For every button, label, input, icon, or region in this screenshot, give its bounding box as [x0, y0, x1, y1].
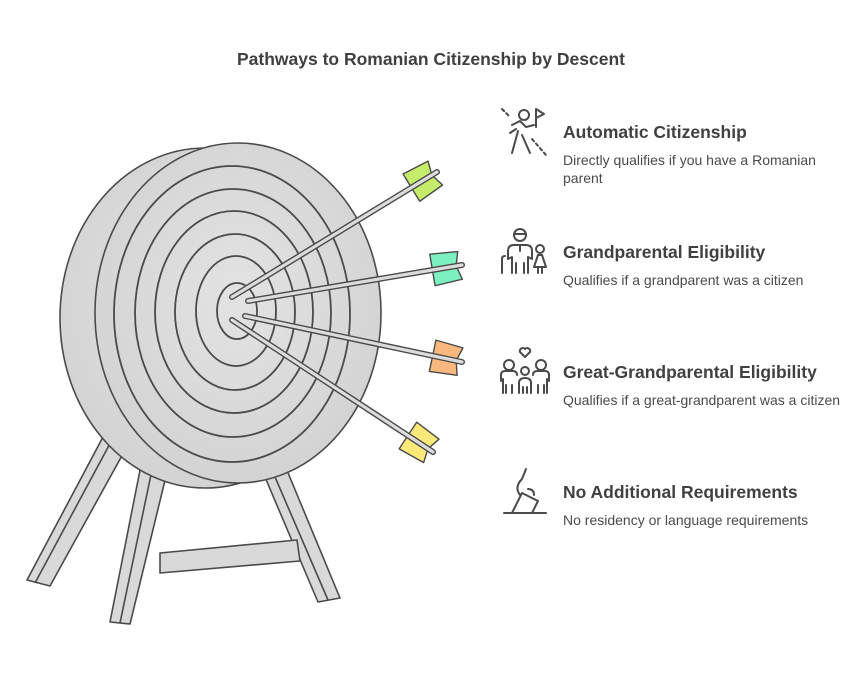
item-no-additional-requirements: No Additional Requirements No residency … [563, 481, 853, 529]
item-grandparental-eligibility: Grandparental Eligibility Qualifies if a… [563, 241, 853, 289]
target-crossbar [159, 539, 301, 574]
item-heading: Grandparental Eligibility [563, 242, 766, 262]
grandparent-child-icon [498, 225, 552, 279]
item-automatic-citizenship: Automatic Citizenship Directly qualifies… [563, 121, 853, 187]
arrow-shaft [230, 170, 439, 299]
target-face [94, 142, 382, 484]
arrow-shaft [230, 318, 435, 454]
item-heading: Automatic Citizenship [563, 122, 747, 142]
item-description: Directly qualifies if you have a Romania… [563, 152, 816, 186]
item-heading: Great-Grandparental Eligibility [563, 362, 817, 382]
item-heading: No Additional Requirements [563, 482, 798, 502]
item-description: Qualifies if a grandparent was a citizen [563, 272, 804, 288]
arrow-shaft [246, 263, 464, 303]
ballot-hand-icon [498, 463, 552, 517]
target-leg-right [261, 467, 341, 603]
item-great-grandparental-eligibility: Great-Grandparental Eligibility Qualifie… [563, 361, 853, 409]
target-leg-middle [109, 459, 169, 625]
family-heart-icon [498, 343, 552, 397]
person-reaching-goal-icon [498, 105, 552, 159]
arrow-shaft [243, 314, 464, 364]
arrow-2 [245, 250, 465, 304]
page-title: Pathways to Romanian Citizenship by Desc… [237, 49, 625, 69]
archery-target-illustration [26, 142, 465, 625]
arrow-4 [229, 317, 440, 464]
target-rings [113, 165, 351, 463]
arrow-1 [229, 160, 444, 300]
arrow-3 [242, 313, 465, 376]
item-description: Qualifies if a great-grandparent was a c… [563, 392, 841, 408]
item-description: No residency or language requirements [563, 512, 809, 528]
